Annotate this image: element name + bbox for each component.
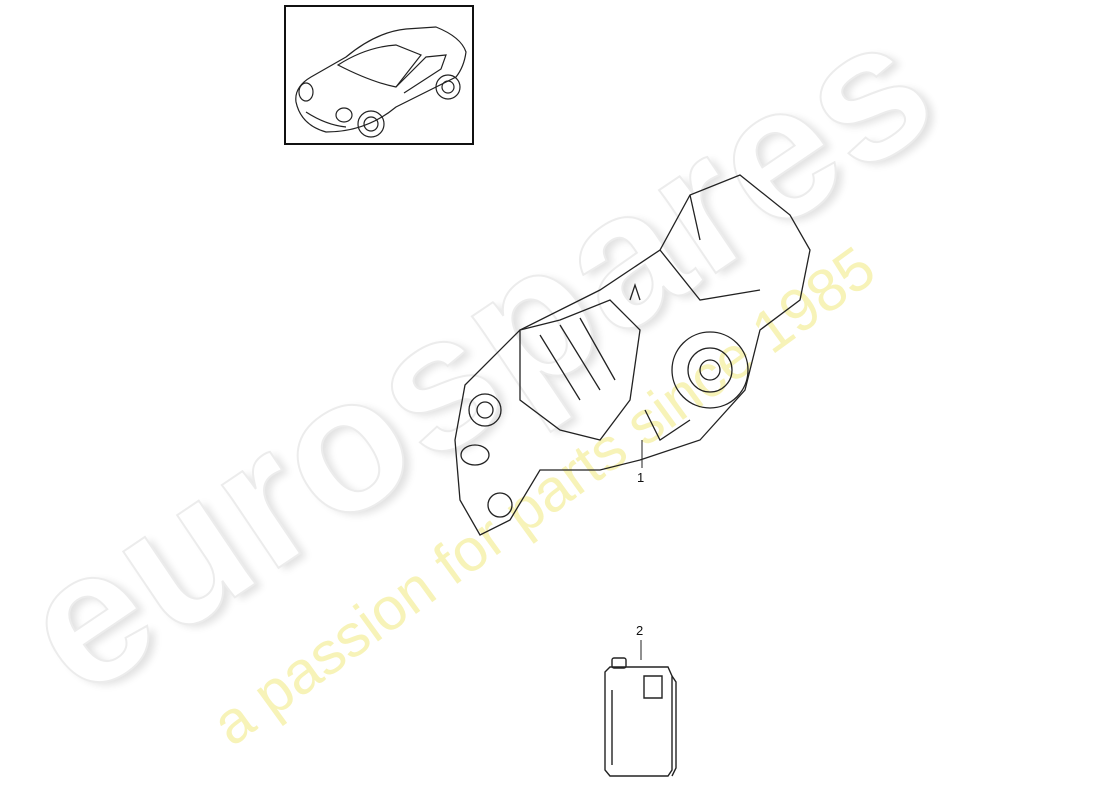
car-icon xyxy=(295,26,467,138)
vehicle-thumbnail xyxy=(284,5,474,145)
callout-1[interactable]: 1 xyxy=(637,470,645,485)
transmission-icon xyxy=(454,174,811,536)
oil-canister-icon xyxy=(604,657,677,777)
callout-2[interactable]: 2 xyxy=(636,623,644,638)
